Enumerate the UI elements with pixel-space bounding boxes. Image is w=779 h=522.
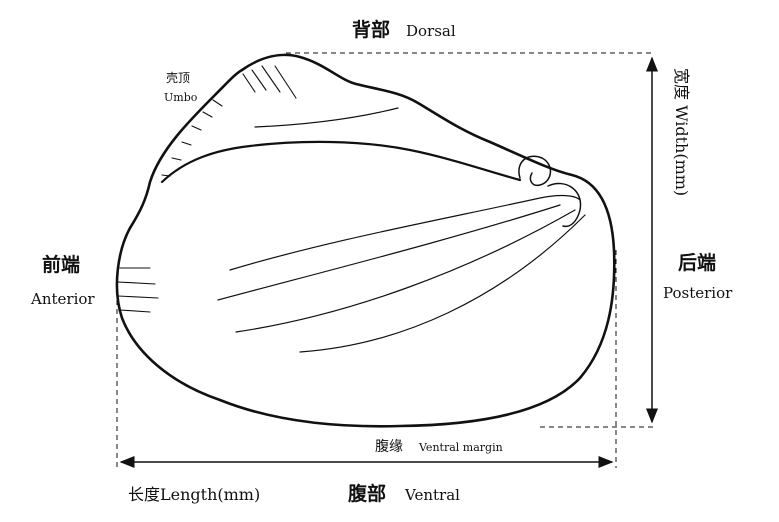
umbo-en-label: Umbo — [164, 91, 198, 104]
hinge-line — [160, 140, 522, 184]
width-label: 宽度 Width(mm) — [672, 68, 691, 196]
shell-drawing — [115, 53, 616, 428]
anterior-ridges — [117, 99, 223, 313]
length-label: 长度Length(mm) — [128, 485, 260, 504]
growth-line-3 — [235, 209, 576, 333]
ligament-curl — [518, 155, 552, 187]
ventral-margin-cn-label: 腹缘 — [375, 438, 403, 455]
umbo-ridges — [242, 65, 297, 99]
dorsal-en-label: Dorsal — [406, 22, 456, 40]
posterior-en-label: Posterior — [663, 284, 733, 302]
anterior-cn-label: 前端 — [42, 253, 80, 276]
shell-outline — [115, 53, 616, 428]
ventral-en-label: Ventral — [404, 486, 460, 504]
dorsal-cn-label: 背部 — [352, 18, 390, 41]
growth-line-1 — [229, 194, 581, 271]
posterior-cn-label: 后端 — [678, 251, 716, 274]
ventral-margin-en-label: Ventral margin — [418, 441, 503, 454]
anterior-en-label: Anterior — [30, 290, 95, 308]
growth-line-2 — [217, 204, 561, 301]
umbo-cn-label: 壳顶 — [166, 71, 190, 85]
umbo-inner-line — [254, 107, 399, 128]
growth-line-4 — [299, 214, 586, 353]
ligament-curl-2 — [547, 182, 582, 228]
dimension-guides — [116, 52, 655, 468]
ventral-cn-label: 腹部 — [347, 482, 386, 505]
